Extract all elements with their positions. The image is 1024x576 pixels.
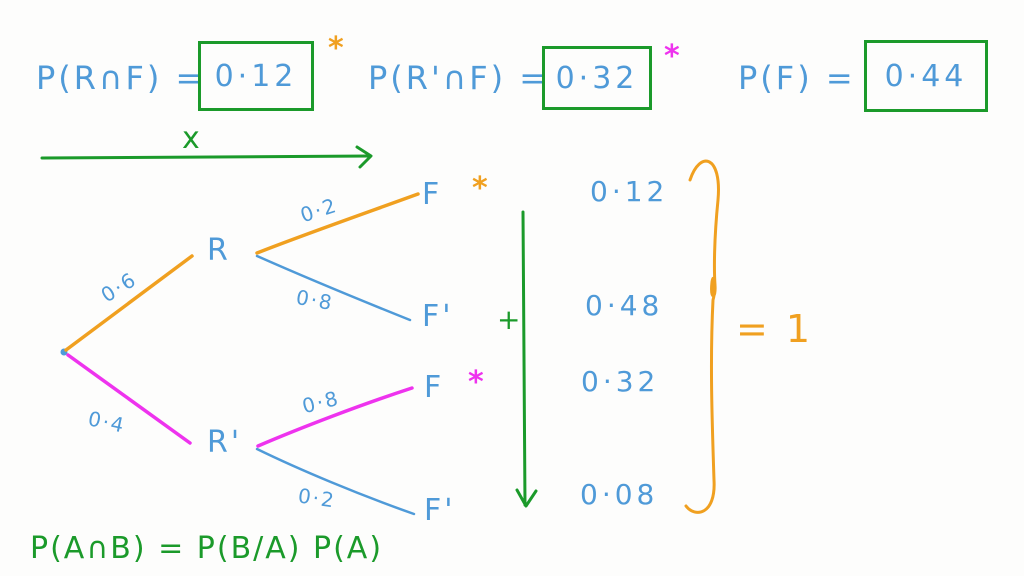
magenta-asterisk-icon: * — [664, 39, 683, 74]
multiply-label: x — [182, 121, 203, 156]
node-r: R — [207, 233, 231, 268]
eq3-value-box: 0·44 — [864, 40, 988, 112]
branch-r-fprime — [255, 254, 412, 322]
eq3-lhs: P(F) = — [738, 59, 856, 97]
orange-asterisk-icon: * — [472, 171, 491, 206]
result-rprime-fprime: 0·08 — [580, 478, 659, 511]
branch-root-rprime — [66, 353, 192, 445]
node-rprime-fprime: F' — [424, 493, 456, 528]
eq2-value-box: 0·32 — [542, 46, 652, 110]
node-r-fprime: F' — [422, 299, 454, 334]
result-r-f: 0·12 — [590, 175, 669, 208]
node-rprime: R' — [207, 425, 243, 460]
sum-label: = 1 — [736, 307, 814, 351]
sum-brace — [684, 159, 720, 514]
branch-r-f — [255, 192, 420, 255]
magenta-asterisk-icon: * — [468, 365, 487, 400]
eq1-value-box: 0·12 — [198, 41, 314, 111]
multiply-arrow — [40, 145, 373, 169]
conditional-probability-formula: P(A∩B) = P(B/A) P(A) — [30, 531, 384, 566]
result-rprime-f: 0·32 — [581, 365, 660, 398]
branch-root-r — [64, 254, 194, 352]
eq2-lhs: P(R'∩F) = — [368, 59, 550, 97]
branch-rprime-fprime — [255, 447, 416, 516]
branch-rprime-f — [256, 386, 414, 448]
add-arrow — [515, 210, 538, 508]
orange-asterisk-icon: * — [328, 31, 347, 66]
eq1-lhs: P(R∩F) = — [36, 59, 206, 97]
add-label: + — [497, 303, 524, 336]
node-r-f: F — [422, 177, 443, 212]
node-rprime-f: F — [424, 370, 445, 405]
prob-r-fprime: 0·8 — [294, 284, 336, 316]
result-r-fprime: 0·48 — [585, 289, 664, 322]
prob-rprime-fprime: 0·2 — [296, 483, 338, 513]
